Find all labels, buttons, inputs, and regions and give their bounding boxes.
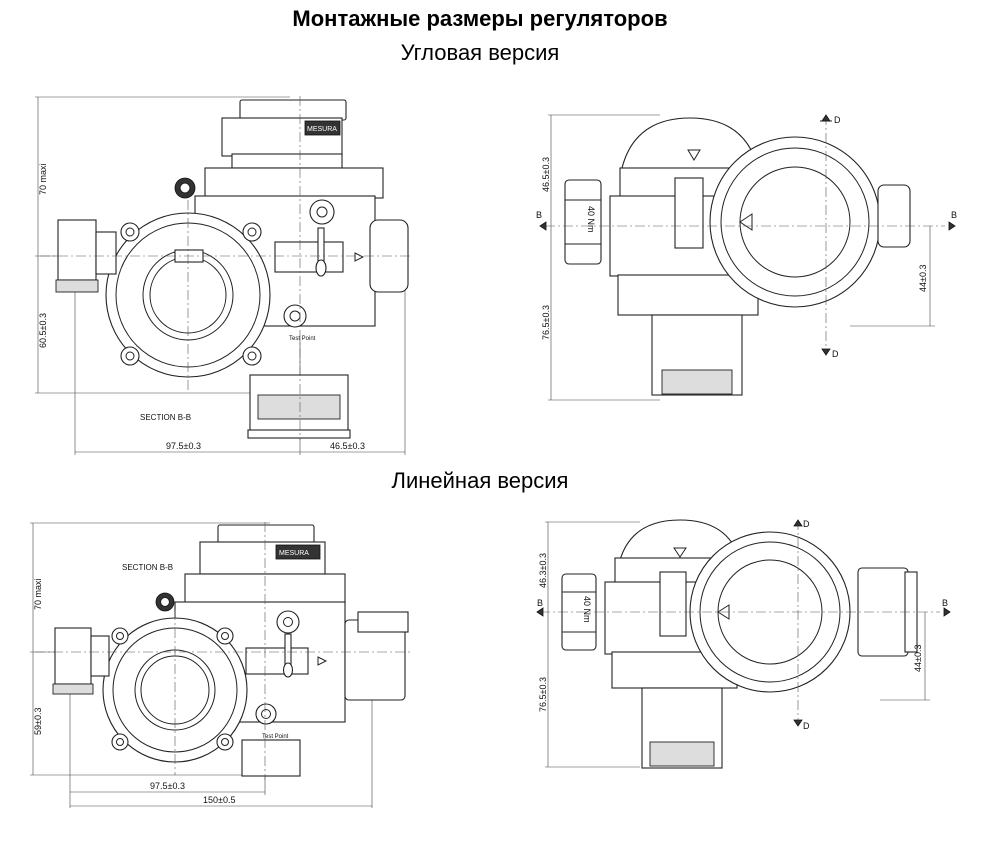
angular-left-dim-height: 70 maxi	[38, 163, 48, 195]
angular-right-d-top: D	[834, 115, 841, 125]
linear-right-dim-upper: 46.3±0.3	[538, 553, 548, 588]
angular-right-dim-right: 44±0.3	[918, 265, 928, 292]
linear-right-d-bottom: D	[803, 721, 810, 731]
linear-right-view: 40 Nm D D B B 46.3±0.3 76.5±0.3 44±0.3	[536, 519, 951, 769]
linear-left-brand: MESURA	[279, 550, 309, 557]
angular-left-view: MESURA Test Point	[35, 96, 410, 455]
angular-right-b-left: B	[536, 210, 542, 220]
linear-right-b-left: B	[537, 598, 543, 608]
linear-left-dim-lower: 59±0.3	[33, 708, 43, 735]
linear-right-b-right: B	[942, 598, 948, 608]
angular-right-torque: 40 Nm	[586, 206, 596, 233]
angular-right-dim-lower: 76.5±0.3	[541, 305, 551, 340]
linear-right-dim-right: 44±0.3	[913, 645, 923, 672]
angular-left-brand: MESURA	[307, 126, 337, 133]
linear-left-dim-total: 150±0.5	[203, 795, 235, 805]
linear-left-testpoint: Test Point	[262, 734, 289, 740]
angular-right-d-bottom: D	[832, 349, 839, 359]
page-title: Монтажные размеры регуляторов	[292, 6, 668, 31]
linear-left-section: SECTION B-B	[122, 563, 173, 572]
angular-version-heading: Угловая версия	[400, 40, 560, 65]
angular-left-dim-width: 97.5±0.3	[166, 441, 201, 451]
linear-right-dim-lower: 76.5±0.3	[538, 677, 548, 712]
angular-left-dim-lower: 60.5±0.3	[38, 313, 48, 348]
angular-right-dim-upper: 46.5±0.3	[541, 157, 551, 192]
angular-right-view: 40 Nm D D B B 46.5±0.3 76.5±0.3 44±0.3	[536, 114, 957, 401]
linear-left-dim-width: 97.5±0.3	[150, 781, 185, 791]
linear-left-view: MESURA Test Point 70 maxi 59±0.3 97.5±	[30, 522, 410, 808]
linear-version-heading: Линейная версия	[391, 468, 569, 493]
linear-left-dim-height: 70 maxi	[33, 578, 43, 610]
angular-left-dim-outlet: 46.5±0.3	[330, 441, 365, 451]
angular-left-section: SECTION B-B	[140, 413, 191, 422]
linear-right-d-top: D	[803, 519, 810, 529]
angular-left-testpoint: Test Point	[289, 336, 316, 342]
linear-right-torque: 40 Nm	[582, 596, 592, 623]
angular-right-b-right: B	[951, 210, 957, 220]
